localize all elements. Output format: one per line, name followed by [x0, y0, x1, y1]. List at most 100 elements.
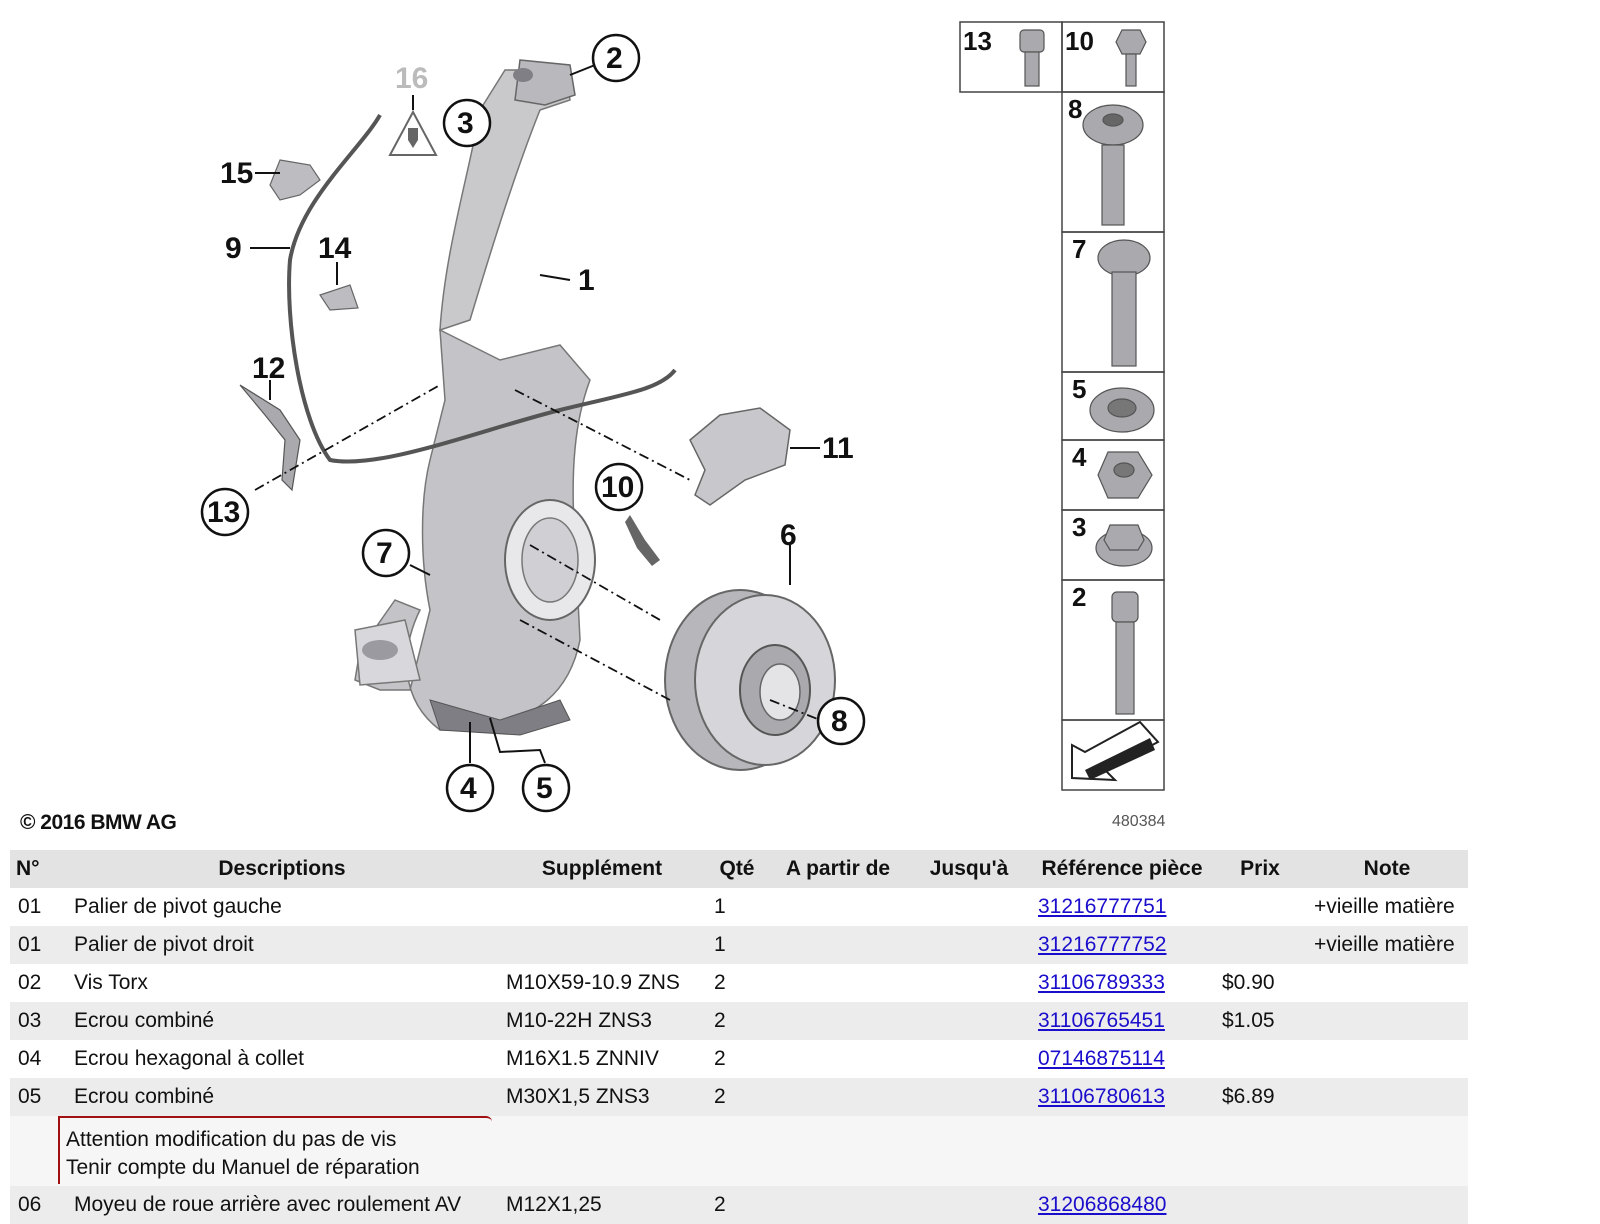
cell-qty: 2 [706, 1002, 768, 1040]
callout-label-6: 6 [780, 519, 797, 552]
cell-to [908, 964, 1030, 1002]
cell-no: 03 [10, 1002, 66, 1040]
cell-from [768, 964, 908, 1002]
header-descriptions: Descriptions [66, 850, 498, 888]
cell-supp: M16X1.5 ZNNIV [498, 1040, 706, 1078]
cell-note [1306, 1002, 1468, 1040]
part-reference-link[interactable]: 31106789333 [1038, 971, 1165, 994]
header-to: Jusqu'à [908, 850, 1030, 888]
part-reference-link[interactable]: 07146875114 [1038, 1047, 1165, 1070]
cell-note: +vieille matière [1306, 926, 1468, 964]
part-reference-link[interactable]: 31206868480 [1038, 1193, 1167, 1216]
callout-label-14: 14 [318, 232, 352, 265]
cell-ref: 31216777752 [1030, 926, 1214, 964]
bracket-illustration [689, 407, 791, 506]
cell-from [768, 1078, 908, 1116]
cell-ref: 31106765451 [1030, 1002, 1214, 1040]
callout-5: 5 [521, 763, 571, 813]
wheel-hub-illustration [664, 589, 836, 771]
attention-line-1: Attention modification du pas de vis [66, 1128, 397, 1151]
hardware-legend [959, 21, 1165, 791]
cell-note: +vieille matière [1306, 888, 1468, 926]
callout-label-16: 16 [395, 62, 428, 95]
cell-to [908, 1186, 1030, 1224]
attention-line-2: Tenir compte du Manuel de réparation [66, 1156, 420, 1179]
header-from: A partir de [768, 850, 908, 888]
svg-text:4: 4 [460, 772, 477, 805]
svg-text:5: 5 [1072, 374, 1086, 404]
cell-to [908, 1002, 1030, 1040]
cell-to [908, 1078, 1030, 1116]
cell-desc: Vis Torx [66, 964, 498, 1002]
part-reference-link[interactable]: 31106765451 [1038, 1009, 1165, 1032]
cell-price: $1.05 [1214, 1002, 1306, 1040]
parts-table: N° Descriptions Supplément Qté A partir … [10, 850, 1468, 1224]
part-reference-link[interactable]: 31216777751 [1038, 895, 1167, 918]
table-header-row: N° Descriptions Supplément Qté A partir … [10, 850, 1468, 888]
part-reference-link[interactable]: 31216777752 [1038, 933, 1167, 956]
callout-13: 13 [200, 487, 250, 537]
cell-note [1306, 1186, 1468, 1224]
cell-qty: 2 [706, 964, 768, 1002]
cell-price: $0.90 [1214, 964, 1306, 1002]
callout-label-9: 9 [225, 232, 242, 265]
callout-label-12: 12 [252, 352, 285, 385]
cell-qty: 1 [706, 926, 768, 964]
header-note: Note [1306, 850, 1468, 888]
part-reference-link[interactable]: 31106780613 [1038, 1085, 1165, 1108]
leader-lines [250, 64, 821, 764]
callout-10: 10 [594, 462, 644, 512]
cell-no: 01 [10, 888, 66, 926]
header-reference: Référence pièce [1030, 850, 1214, 888]
cell-qty: 2 [706, 1040, 768, 1078]
header-qty: Qté [706, 850, 768, 888]
cell-qty: 2 [706, 1186, 768, 1224]
hardware-legend-labels: 13 10 8 7 5 4 3 2 [963, 26, 1094, 612]
header-supplement: Supplément [498, 850, 706, 888]
cell-to [908, 888, 1030, 926]
holder-illustration [239, 384, 301, 492]
cell-ref: 31106780613 [1030, 1078, 1214, 1116]
cell-ref: 31206868480 [1030, 1186, 1214, 1224]
cell-price [1214, 926, 1306, 964]
cell-from [768, 888, 908, 926]
cell-desc: Ecrou combiné [66, 1002, 498, 1040]
attention-row: Attention modification du pas de vis Ten… [10, 1116, 1468, 1186]
cell-price [1214, 1186, 1306, 1224]
cell-supp [498, 888, 706, 926]
svg-text:10: 10 [601, 471, 634, 504]
table-row-partial: 06 Moyeu de roue arrière avec roulement … [10, 1186, 1468, 1224]
parts-diagram: 1 6 9 11 12 14 15 16 2 3 4 5 7 8 10 13 1… [200, 21, 1165, 813]
callout-3: 3 [442, 98, 492, 148]
cell-from [768, 1186, 908, 1224]
svg-text:7: 7 [376, 537, 393, 570]
svg-text:13: 13 [963, 26, 992, 56]
cell-no: 05 [10, 1078, 66, 1116]
cell-qty: 2 [706, 1078, 768, 1116]
cell-ref: 31216777751 [1030, 888, 1214, 926]
cell-price: $6.89 [1214, 1078, 1306, 1116]
svg-text:5: 5 [536, 772, 553, 805]
svg-text:2: 2 [1072, 582, 1086, 612]
attention-note: Attention modification du pas de vis Ten… [58, 1116, 492, 1184]
copyright-text: © 2016 BMW AG [20, 811, 177, 834]
cell-qty: 1 [706, 888, 768, 926]
cell-supp: M10X59-10.9 ZNS [498, 964, 706, 1002]
cell-from [768, 1040, 908, 1078]
svg-text:10: 10 [1065, 26, 1094, 56]
table-row: 01 Palier de pivot droit 1 31216777752 +… [10, 926, 1468, 964]
cell-supp: M10-22H ZNS3 [498, 1002, 706, 1040]
electrical-warning-icon [388, 109, 438, 156]
callout-label-11: 11 [822, 432, 854, 465]
diagram-id: 480384 [1112, 813, 1166, 830]
hardware-drawings [1019, 29, 1155, 715]
cell-price [1214, 1040, 1306, 1078]
cell-ref: 07146875114 [1030, 1040, 1214, 1078]
steering-knuckle-illustration [354, 59, 596, 736]
table-row: 04 Ecrou hexagonal à collet M16X1.5 ZNNI… [10, 1040, 1468, 1078]
cell-note [1306, 1040, 1468, 1078]
cell-to [908, 1040, 1030, 1078]
callout-7: 7 [361, 528, 411, 578]
callout-8: 8 [816, 696, 866, 746]
svg-text:2: 2 [606, 42, 623, 75]
